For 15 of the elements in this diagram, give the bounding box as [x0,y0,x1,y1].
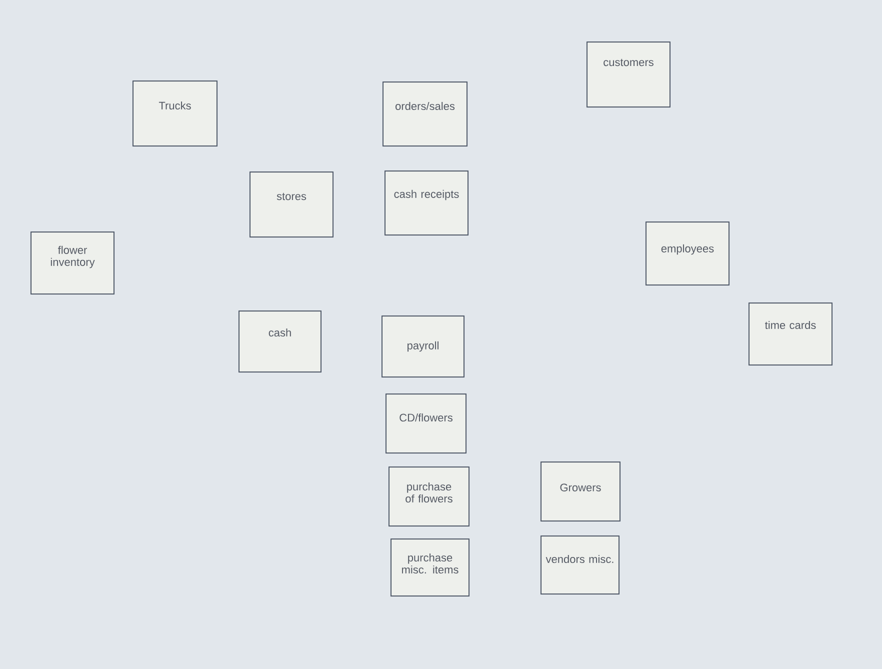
label-box: Growers [540,462,620,522]
label-box: purchase of flowers [388,466,470,526]
label-box: CD/flowers [386,394,466,454]
label-box: cash receipts [384,170,468,236]
label-box: time cards [748,302,833,366]
label-box: purchase misc. items [390,538,470,596]
label-box: cash [238,310,322,372]
label-box: stores [250,172,334,238]
label-box: customers [586,42,670,108]
label-box: Trucks [132,80,218,146]
label-box: employees [646,222,730,286]
label-box: vendors misc. [540,536,620,594]
label-box: flower inventory [30,232,114,294]
label-box: orders/sales [382,82,468,146]
label-box: payroll [382,316,464,378]
